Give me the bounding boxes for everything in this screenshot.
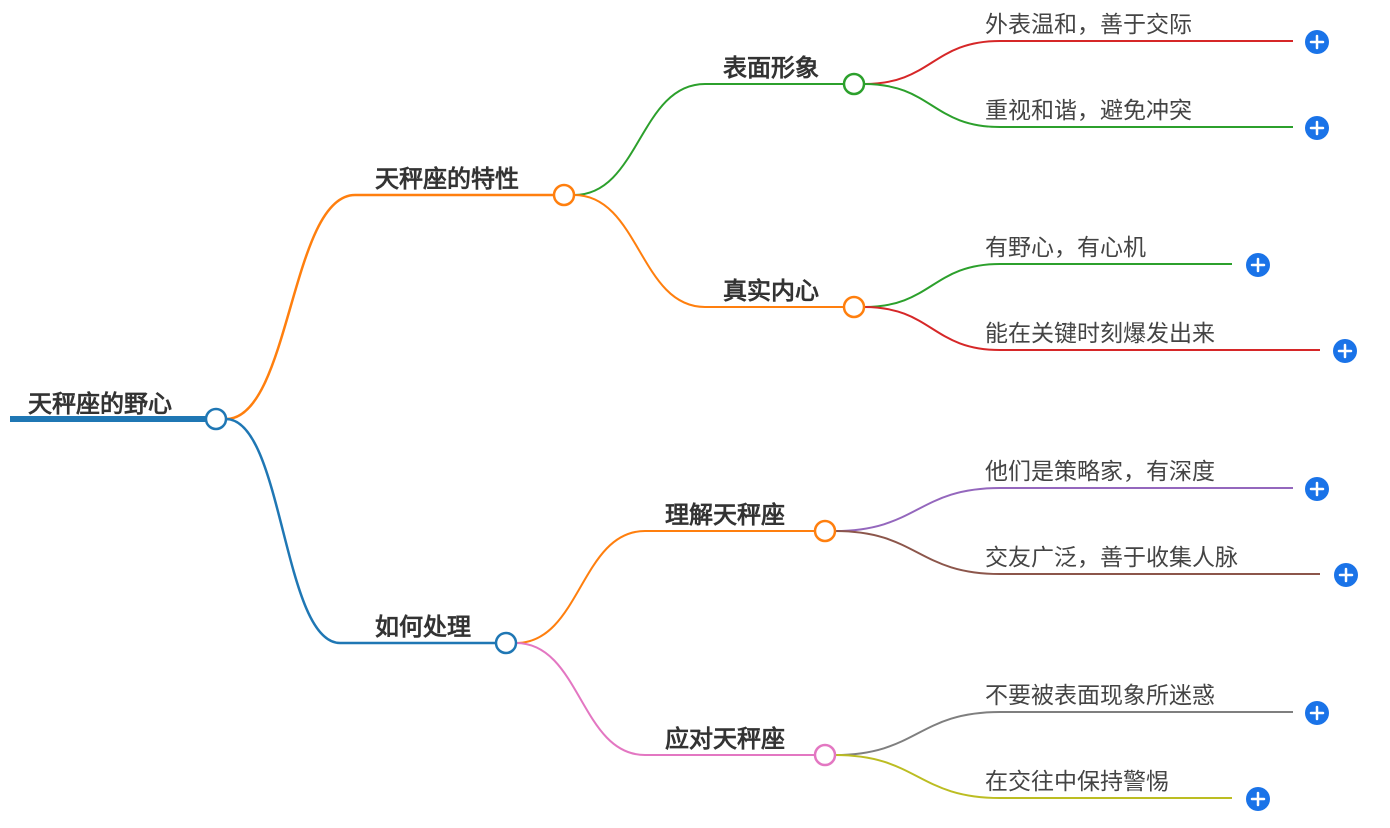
leaf-topic[interactable]: 不要被表面现象所迷惑 xyxy=(985,683,1215,709)
root-collapse-toggle[interactable] xyxy=(204,407,228,431)
leaf-connector xyxy=(863,40,1001,85)
branch-connector xyxy=(225,417,341,645)
subtopic-collapse-toggle[interactable] xyxy=(813,743,837,767)
plus-icon xyxy=(1250,791,1266,807)
subtopic[interactable]: 应对天秤座 xyxy=(665,725,785,753)
plus-icon xyxy=(1309,34,1325,50)
plus-icon xyxy=(1309,120,1325,136)
subtopic-connector xyxy=(515,642,646,756)
subtopic-connector xyxy=(515,530,646,644)
branch-topic[interactable]: 天秤座的特性 xyxy=(375,165,519,193)
leaf-connector xyxy=(863,263,1001,308)
expand-button[interactable] xyxy=(1305,701,1329,725)
subtopic[interactable]: 表面形象 xyxy=(723,54,819,82)
branch-collapse-toggle[interactable] xyxy=(552,183,576,207)
plus-icon xyxy=(1309,481,1325,497)
plus-icon xyxy=(1337,343,1353,359)
leaf-topic[interactable]: 能在关键时刻爆发出来 xyxy=(985,321,1215,347)
expand-button[interactable] xyxy=(1305,30,1329,54)
plus-icon xyxy=(1309,705,1325,721)
leaf-topic[interactable]: 在交往中保持警惕 xyxy=(985,769,1169,795)
subtopic[interactable]: 理解天秤座 xyxy=(665,501,785,529)
leaf-connector xyxy=(863,83,1001,128)
expand-button[interactable] xyxy=(1305,477,1329,501)
expand-button[interactable] xyxy=(1334,563,1358,587)
leaf-topic[interactable]: 外表温和，善于交际 xyxy=(985,12,1192,38)
leaf-connector xyxy=(834,530,1001,575)
branch-connector xyxy=(225,193,356,421)
leaf-connector xyxy=(863,306,1001,351)
leaf-topic[interactable]: 他们是策略家，有深度 xyxy=(985,459,1215,485)
plus-icon xyxy=(1250,257,1266,273)
leaf-connector xyxy=(834,487,1001,532)
subtopic-collapse-toggle[interactable] xyxy=(842,295,866,319)
branch-collapse-toggle[interactable] xyxy=(494,631,518,655)
connector-lines xyxy=(10,40,1320,799)
subtopic[interactable]: 真实内心 xyxy=(723,277,819,305)
subtopic-connector xyxy=(573,83,706,196)
subtopic-connector xyxy=(573,194,706,308)
subtopic-collapse-toggle[interactable] xyxy=(842,72,866,96)
leaf-connector xyxy=(834,711,1001,756)
expand-button[interactable] xyxy=(1333,339,1357,363)
root-topic[interactable]: 天秤座的野心 xyxy=(28,390,172,418)
expand-button[interactable] xyxy=(1246,253,1270,277)
expand-button[interactable] xyxy=(1246,787,1270,811)
plus-icon xyxy=(1338,567,1354,583)
leaf-topic[interactable]: 有野心，有心机 xyxy=(985,235,1146,261)
branch-topic[interactable]: 如何处理 xyxy=(375,613,471,641)
expand-button[interactable] xyxy=(1305,116,1329,140)
leaf-topic[interactable]: 重视和谐，避免冲突 xyxy=(985,98,1192,124)
subtopic-collapse-toggle[interactable] xyxy=(813,519,837,543)
leaf-connector xyxy=(834,754,1001,799)
leaf-topic[interactable]: 交友广泛，善于收集人脉 xyxy=(985,545,1238,571)
